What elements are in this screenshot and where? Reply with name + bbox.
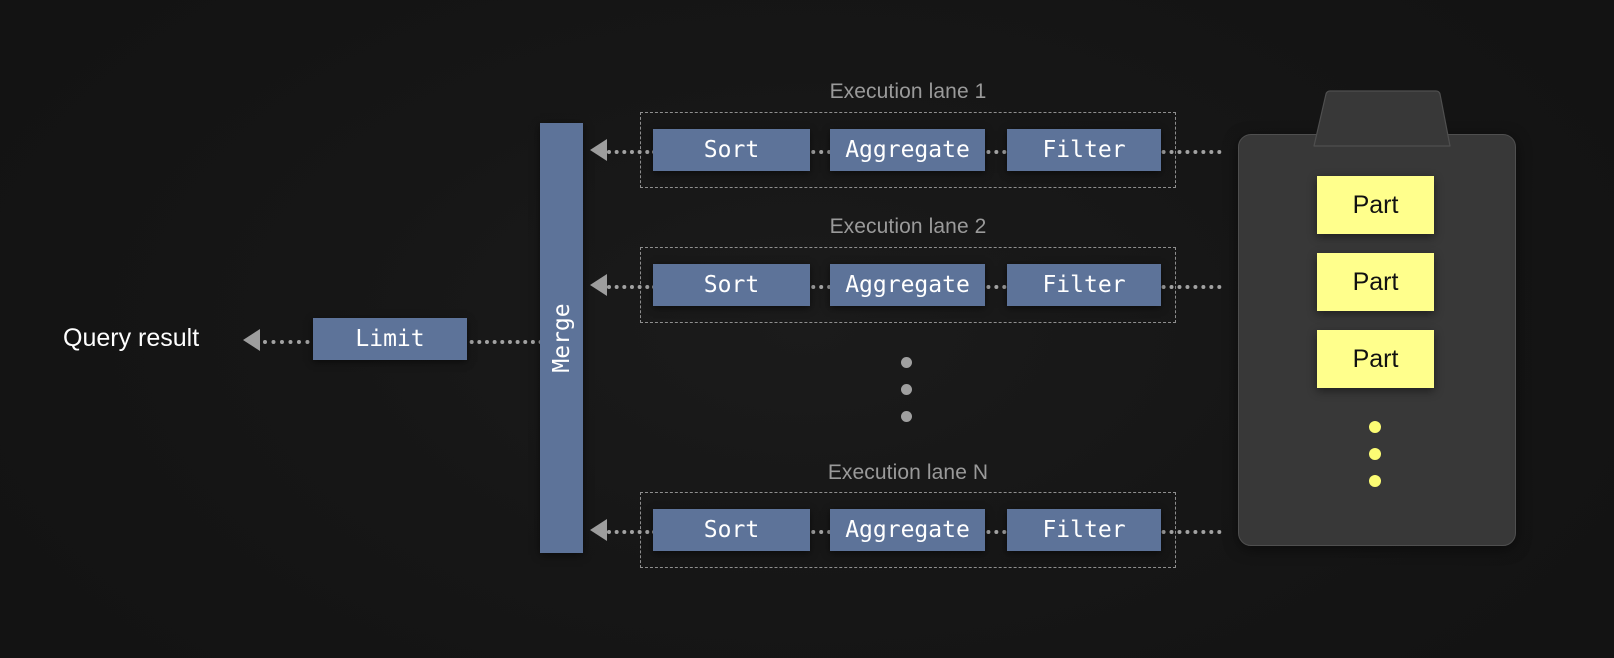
lane-2-operator-filter[interactable]: Filter [1007,264,1161,306]
arrow-lane-n-to-merge-icon [590,519,607,541]
lane-2-operator-sort[interactable]: Sort [653,264,810,306]
table-data-tab [1296,90,1464,147]
connector-limit-to-result [263,340,318,344]
lane-n-operator-filter[interactable]: Filter [1007,509,1161,551]
connector-lane-1-to-merge [607,150,657,154]
execution-lane-ellipsis-icon [901,357,912,438]
arrow-lane-1-to-merge-icon [590,139,607,161]
execution-lane-2-label: Execution lane 2 [829,215,987,238]
execution-lane-n-label: Execution lane N [827,461,989,484]
connector-lane-2-to-merge [607,285,657,289]
table-data-ellipsis-icon [1369,421,1381,502]
table-data-part-1[interactable]: Part [1317,176,1434,234]
table-data-part-3[interactable]: Part [1317,330,1434,388]
lane-1-operator-aggregate[interactable]: Aggregate [830,129,985,171]
lane-2-operator-aggregate[interactable]: Aggregate [830,264,985,306]
lane-n-operator-sort[interactable]: Sort [653,509,810,551]
execution-lane-1-label: Execution lane 1 [829,80,987,103]
connector-merge-to-limit [462,340,558,344]
operator-limit[interactable]: Limit [313,318,467,360]
lane-n-operator-aggregate[interactable]: Aggregate [830,509,985,551]
arrow-to-query-result-icon [243,329,260,351]
arrow-lane-2-to-merge-icon [590,274,607,296]
table-data-tab-shape [1313,90,1451,147]
lane-1-operator-filter[interactable]: Filter [1007,129,1161,171]
query-result-label: Query result [63,324,200,352]
table-data-part-2[interactable]: Part [1317,253,1434,311]
merge-label: Merge [548,303,575,373]
lane-1-operator-sort[interactable]: Sort [653,129,810,171]
operator-merge[interactable]: Merge [540,123,583,553]
connector-lane-n-to-merge [607,530,657,534]
